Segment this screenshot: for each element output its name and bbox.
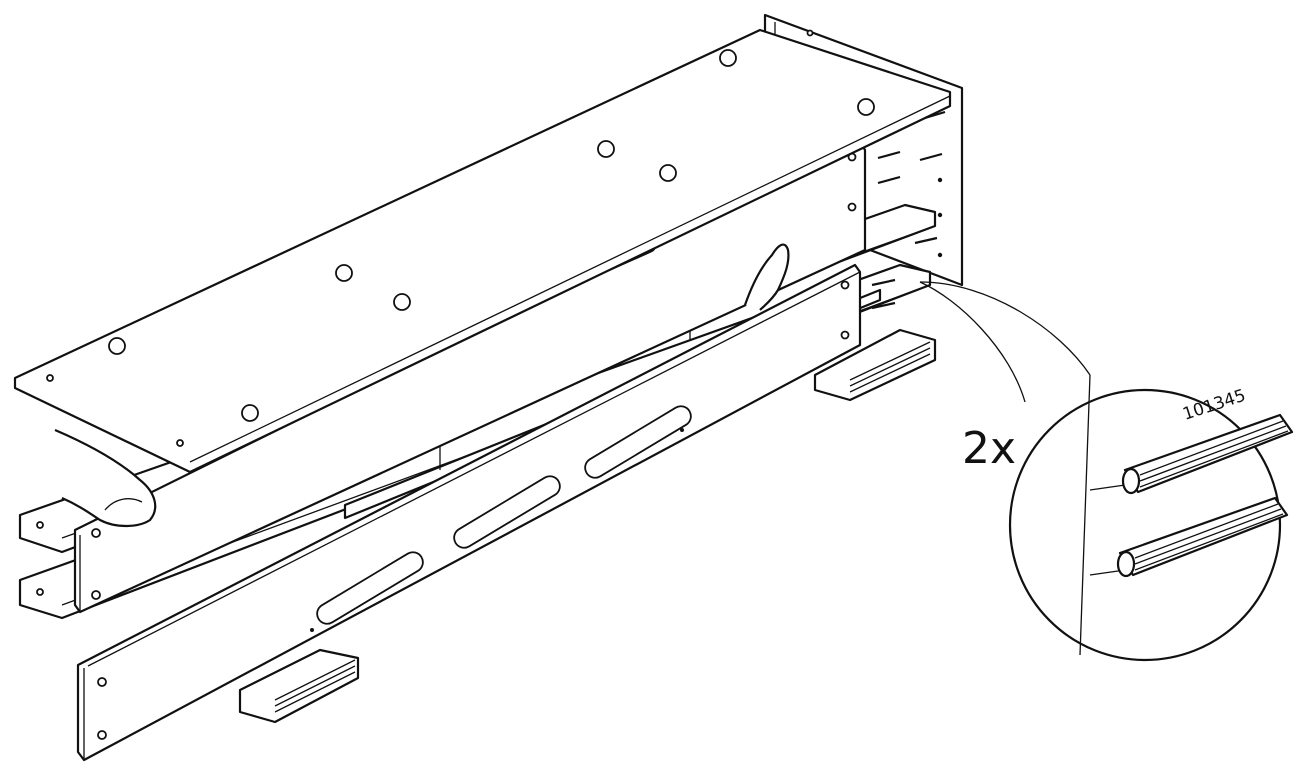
top-panel [13, 28, 952, 474]
dowel-top-icon [1121, 413, 1294, 495]
rail-front [76, 263, 862, 762]
dowels-right [871, 110, 946, 310]
quantity-label: 2x [962, 423, 1016, 474]
hand-left-icon [54, 428, 157, 528]
foot-block-right [813, 328, 937, 402]
foot-block-left [238, 648, 360, 724]
dowel-bottom-icon [1116, 496, 1289, 578]
hand-right-icon [743, 243, 790, 311]
callout-leader [919, 281, 1091, 403]
